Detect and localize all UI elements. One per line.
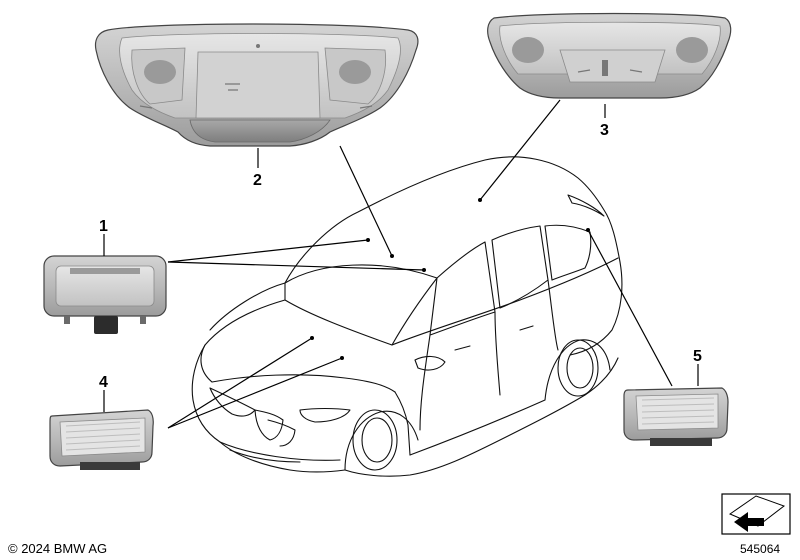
callout-2: 2 bbox=[253, 172, 262, 189]
callout-1: 1 bbox=[99, 218, 108, 235]
car-outline bbox=[191, 156, 623, 477]
callout-3: 3 bbox=[600, 122, 609, 139]
view-direction-icon bbox=[721, 493, 791, 535]
diagram-number: 545064 bbox=[740, 542, 780, 556]
callout-4: 4 bbox=[99, 374, 108, 391]
part-1-interior-light[interactable] bbox=[43, 255, 167, 334]
leader-lines bbox=[103, 99, 699, 429]
part-3-rear-console[interactable] bbox=[487, 12, 732, 99]
part-4-footwell-light[interactable] bbox=[49, 409, 154, 470]
copyright-text: © 2024 BMW AG bbox=[8, 541, 107, 556]
part-2-front-console[interactable] bbox=[94, 23, 419, 147]
part-5-luggage-light[interactable] bbox=[623, 387, 729, 446]
callout-5: 5 bbox=[693, 348, 702, 365]
